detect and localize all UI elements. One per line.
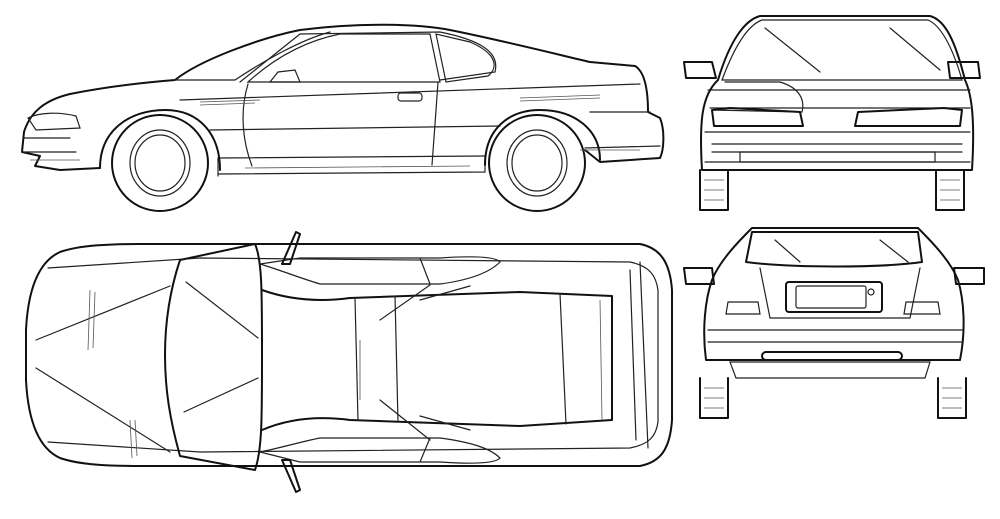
front-view: [683, 15, 981, 211]
top-view: [25, 231, 673, 493]
rear-view: [683, 227, 985, 419]
side-view: [21, 23, 665, 212]
